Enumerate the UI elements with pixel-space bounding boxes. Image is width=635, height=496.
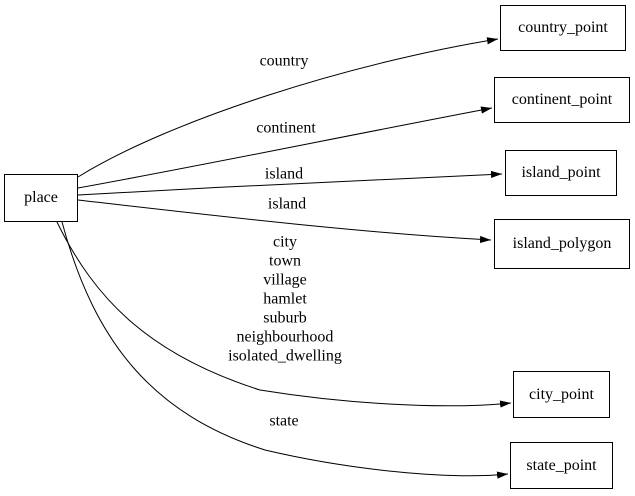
edge-place-state_point [61, 221, 509, 479]
edge-place-continent_point [77, 106, 493, 189]
edge-place-city_point [56, 221, 512, 408]
edge-place-island_polygon [77, 199, 492, 244]
edge-place-country_point [77, 37, 499, 178]
edge-place-island_point [77, 170, 503, 196]
